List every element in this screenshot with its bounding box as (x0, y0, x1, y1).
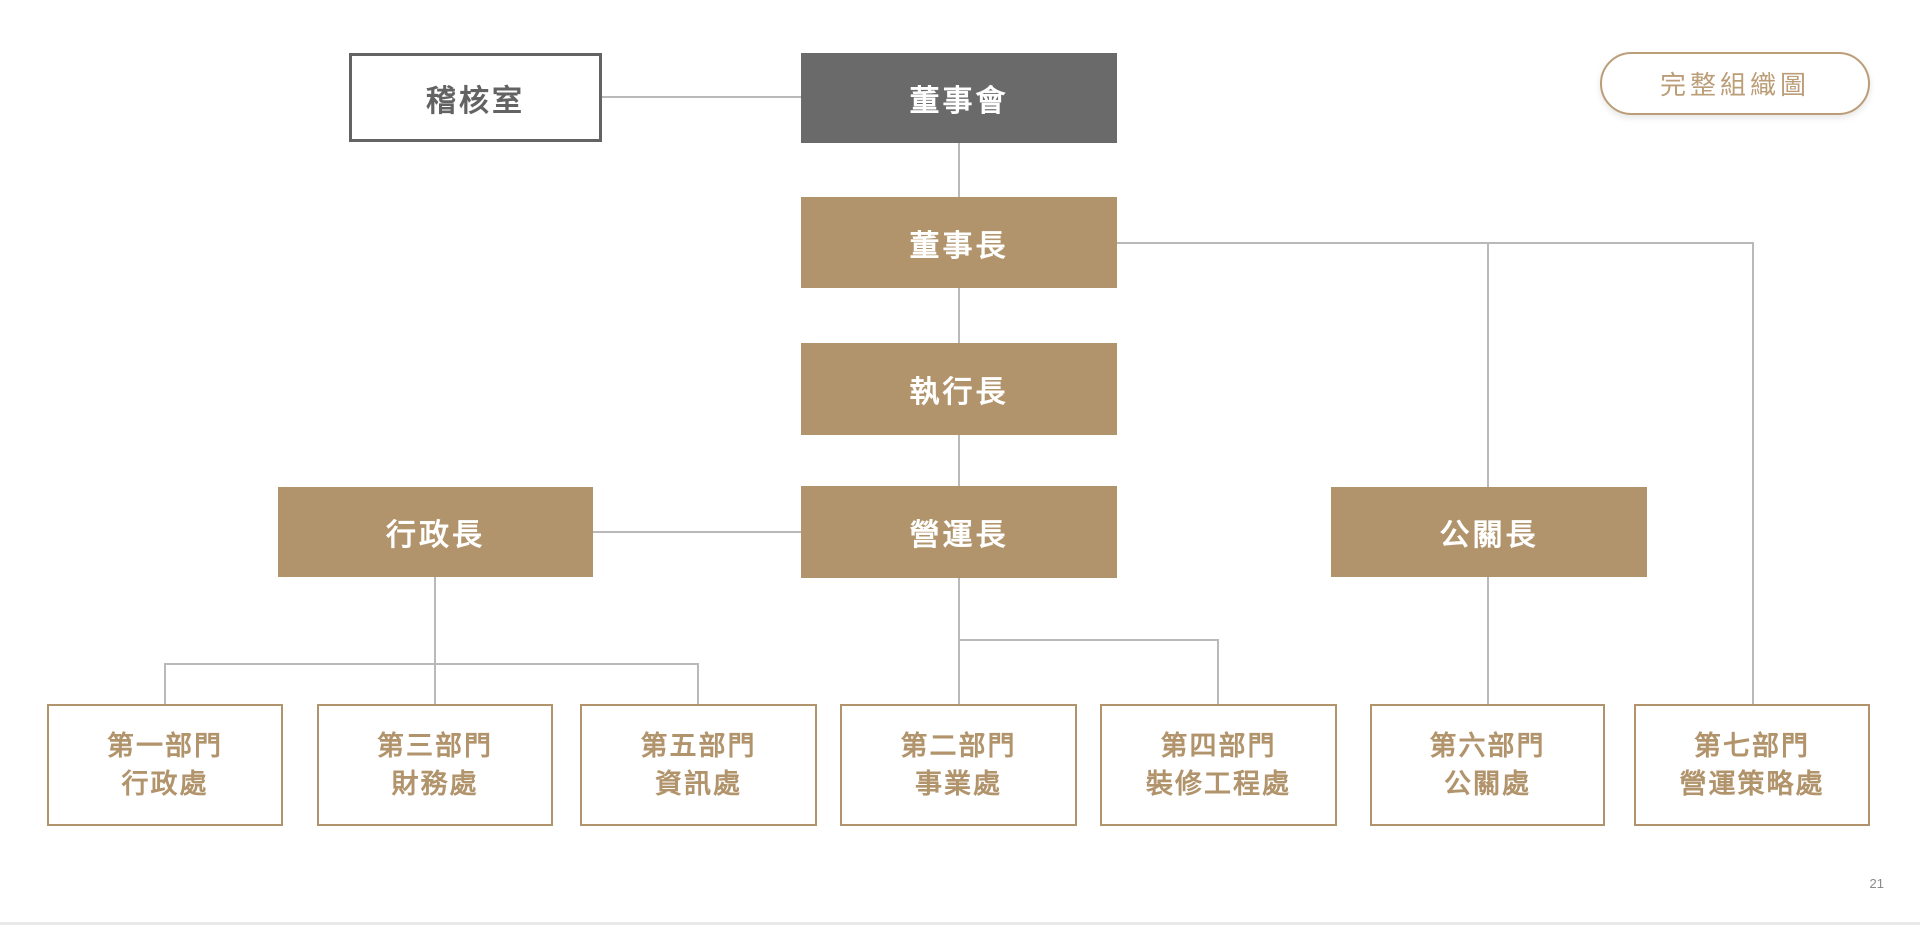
org-box-chairman: 董事長 (801, 197, 1117, 288)
org-box-dept-2: 第二部門 事業處 (840, 704, 1077, 826)
dept-line1: 第五部門 (640, 731, 757, 761)
dept-line2: 公關處 (1444, 769, 1531, 799)
connector-coo-to-dept4 (958, 578, 960, 704)
connector-cpro-to-dept6 (1487, 577, 1489, 704)
dept-line1: 第七部門 (1694, 731, 1810, 761)
org-box-cpro: 公關長 (1331, 487, 1647, 577)
dept-line2: 裝修工程處 (1146, 769, 1291, 799)
connector-coo-branch-bar (958, 639, 1219, 641)
dept-line2: 營運策略處 (1679, 769, 1825, 799)
org-box-dept-7: 第七部門 營運策略處 (1634, 704, 1870, 826)
dept-line1: 第六部門 (1429, 731, 1546, 761)
dept-line2: 事業處 (915, 769, 1002, 799)
connector-chairman-right-branch (1117, 242, 1754, 244)
connector-drop-to-cpro (1487, 242, 1489, 487)
org-box-dept-4: 第四部門 裝修工程處 (1100, 704, 1337, 826)
dept-line2: 財務處 (391, 769, 479, 799)
org-box-dept-5: 第五部門 資訊處 (580, 704, 817, 826)
dept-line1: 第三部門 (377, 731, 493, 761)
org-box-dept-3: 第三部門 財務處 (317, 704, 553, 826)
connector-cao-branch-bar (164, 663, 699, 665)
dept-line2: 資訊處 (655, 769, 742, 799)
org-box-dept-6: 第六部門 公關處 (1370, 704, 1605, 826)
org-box-label: 公關長 (1439, 519, 1539, 552)
connector-drop-to-dept1 (164, 663, 166, 704)
org-box-label: 營運長 (909, 519, 1009, 552)
org-box-label: 執行長 (909, 376, 1009, 409)
full-org-chart-button-label: 完整組織圖 (1659, 70, 1810, 100)
page-number: 21 (1869, 876, 1884, 891)
connector-ceo-to-coo (958, 435, 960, 486)
full-org-chart-button[interactable]: 完整組織圖 (1600, 52, 1870, 115)
connector-drop-to-dept7 (1752, 242, 1754, 704)
dept-line1: 第四部門 (1160, 731, 1277, 761)
connector-cao-to-coo (593, 531, 801, 533)
org-box-dept-1: 第一部門 行政處 (47, 704, 283, 826)
dept-line1: 第一部門 (107, 731, 223, 761)
org-box-coo: 營運長 (801, 486, 1117, 578)
org-box-board-of-directors: 董事會 (801, 53, 1117, 143)
connector-board-to-chairman (958, 143, 960, 197)
dept-line1: 第二部門 (900, 731, 1017, 761)
org-box-label: 董事會 (909, 85, 1009, 118)
org-box-audit-office: 稽核室 (349, 53, 602, 142)
connector-chairman-to-ceo (958, 288, 960, 343)
org-box-label: 行政長 (386, 519, 485, 552)
org-box-label: 董事長 (909, 229, 1009, 263)
dept-line2: 行政處 (121, 769, 209, 799)
org-box-cao: 行政長 (278, 487, 593, 577)
connector-drop-to-dept5 (1217, 639, 1219, 704)
connector-drop-to-dept3 (697, 663, 699, 704)
connector-cao-down (434, 577, 436, 704)
connector-audit-to-board (602, 96, 801, 98)
org-box-ceo: 執行長 (801, 343, 1117, 435)
org-box-label: 稽核室 (426, 84, 525, 118)
